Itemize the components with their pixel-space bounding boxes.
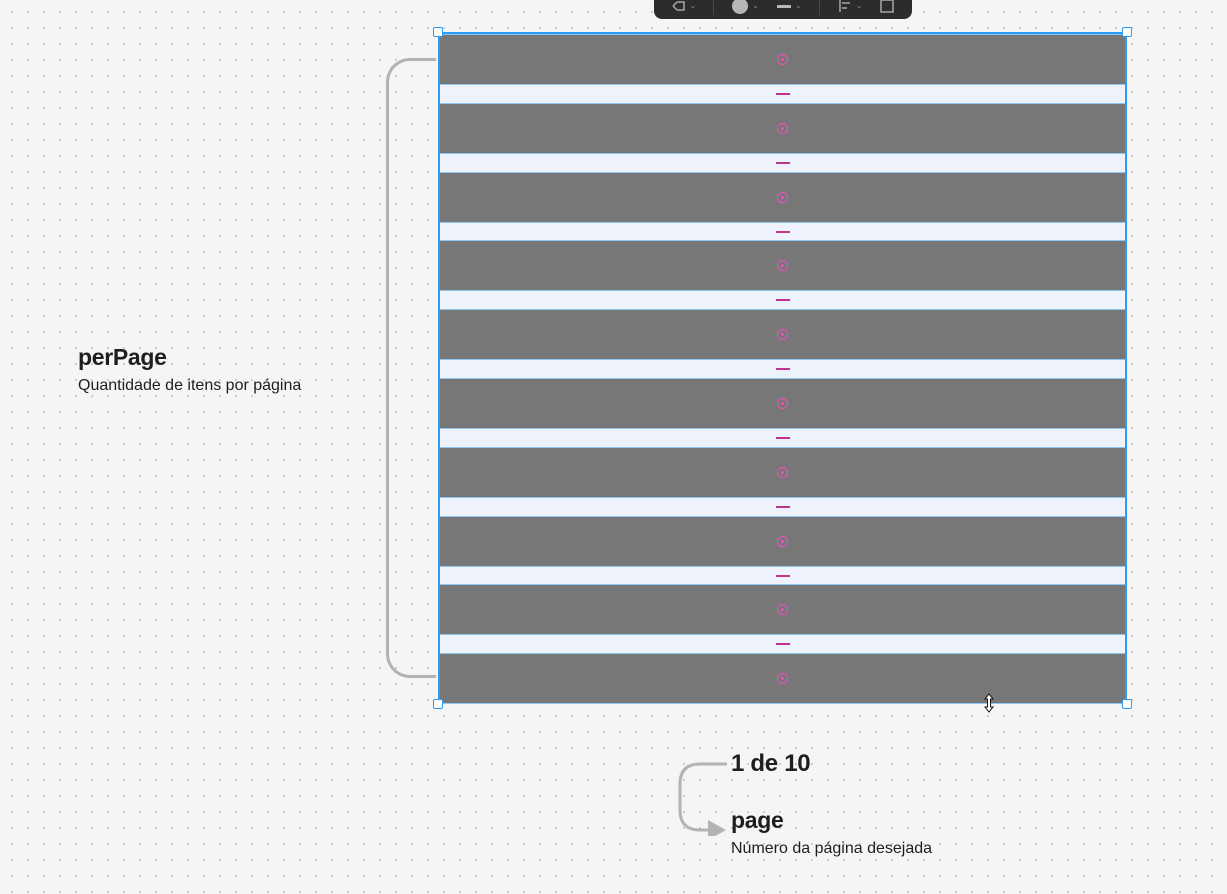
resize-handle-top-right[interactable] [1122,27,1132,37]
perpage-description: Quantidade de itens por página [78,377,302,394]
frame-tool[interactable] [879,0,895,19]
page-counter-text: 1 de 10 [731,750,811,777]
list-item[interactable] [440,309,1125,361]
spacing-marker-icon [775,643,790,646]
resize-cursor-icon [983,693,995,713]
chevron-down-icon: ⌄ [752,1,759,10]
center-marker-icon [777,122,788,134]
perpage-bracket [386,58,436,678]
spacing-marker-icon [775,574,790,577]
spacing-marker-icon [775,92,790,95]
toolbar-divider [818,0,820,15]
fill-icon [732,0,749,14]
list-item[interactable] [440,446,1125,498]
list-item[interactable] [440,171,1125,223]
align-icon [838,0,850,12]
spacing-marker-icon [775,161,790,164]
perpage-title: perPage [78,344,167,370]
center-marker-icon [777,54,788,65]
resize-handle-bottom-left[interactable] [433,699,443,709]
spacing-marker-icon [775,436,790,439]
center-marker-icon [777,329,788,341]
floating-toolbar: ⌄ ⌄ ⌄ ⌄ [654,0,912,19]
center-marker-icon [777,673,788,685]
list-item[interactable] [440,378,1125,429]
list-item[interactable] [440,584,1125,636]
center-marker-icon [777,398,788,409]
selected-list-frame[interactable] [438,32,1127,705]
list-item[interactable] [440,653,1125,705]
page-title: page [731,807,784,833]
frame-icon [880,0,895,13]
chevron-down-icon: ⌄ [794,1,802,10]
spacing-marker-icon [775,505,790,508]
resize-handle-top-left[interactable] [433,27,443,37]
fill-tool[interactable]: ⌄ [731,0,759,19]
stroke-tool[interactable]: ⌄ [776,0,802,19]
stroke-icon [776,4,791,8]
center-marker-icon [777,191,788,203]
resize-handle-bottom-right[interactable] [1122,699,1132,709]
chevron-down-icon: ⌄ [855,1,863,10]
spacing-marker-icon [775,368,790,371]
curved-arrow-icon [678,762,727,836]
toolbar-divider [713,0,715,15]
list-item[interactable] [440,515,1125,567]
list-item[interactable] [440,102,1125,154]
center-marker-icon [777,604,788,616]
spacing-marker-icon [775,230,790,233]
list-item[interactable] [440,34,1125,85]
center-marker-icon [777,535,788,547]
center-marker-icon [777,466,788,478]
position-tool[interactable]: ⌄ [671,0,697,19]
list-item[interactable] [440,240,1125,292]
spacing-marker-icon [775,299,790,302]
center-marker-icon [777,260,788,272]
align-tool[interactable]: ⌄ [837,0,863,19]
position-icon [671,0,685,11]
chevron-down-icon: ⌄ [689,1,697,10]
page-description: Número da página desejada [731,840,933,857]
